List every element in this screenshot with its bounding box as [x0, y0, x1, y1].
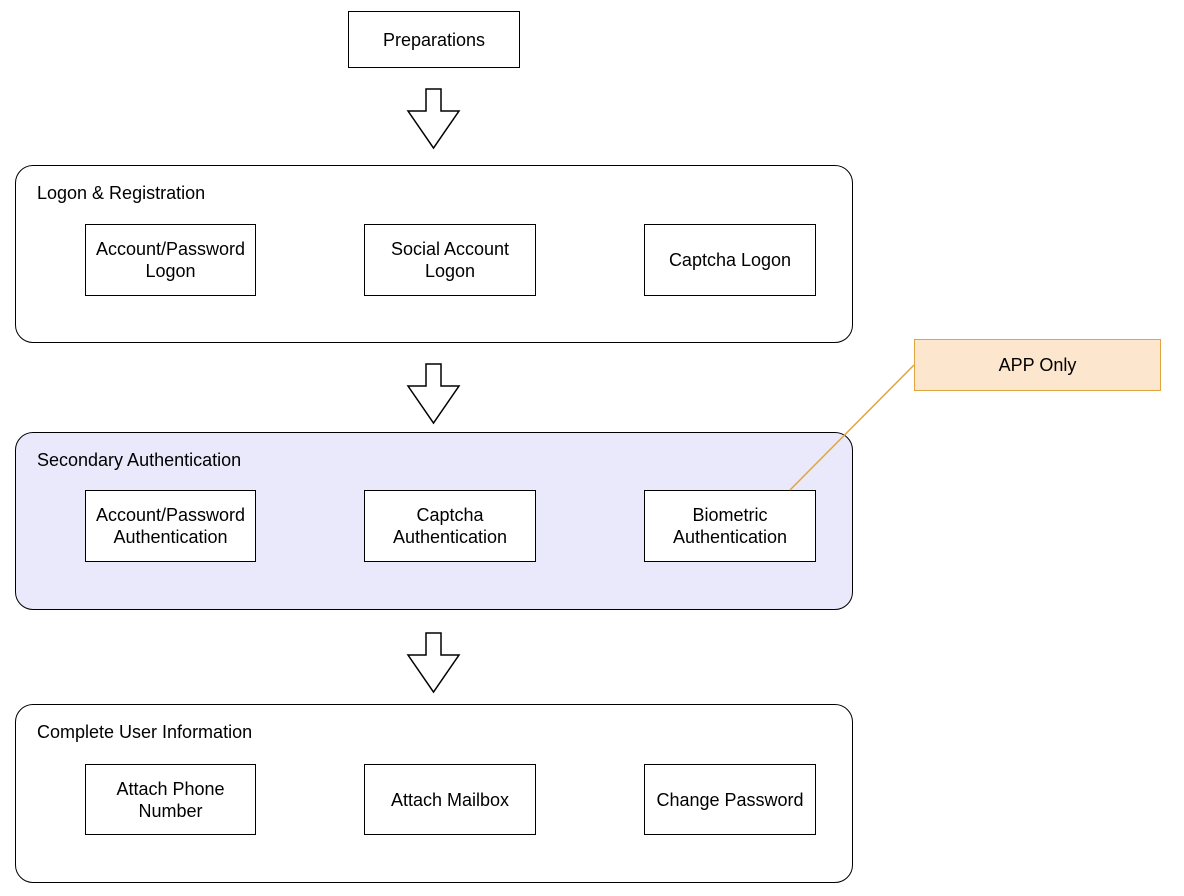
captcha-authentication-node: Captcha Authentication [364, 490, 536, 562]
group-title: Logon & Registration [37, 183, 206, 203]
change-password-node: Change Password [644, 764, 816, 835]
flow-arrow-3 [406, 632, 461, 694]
preparations-node: Preparations [348, 11, 520, 68]
account-password-logon-node: Account/Password Logon [85, 224, 256, 296]
group-title: Complete User Information [37, 722, 253, 742]
attach-phone-number-node: Attach Phone Number [85, 764, 256, 835]
app-only-note: APP Only [914, 339, 1161, 391]
flow-arrow-1 [406, 88, 461, 150]
flow-arrow-2 [406, 363, 461, 425]
captcha-logon-node: Captcha Logon [644, 224, 816, 296]
account-password-authentication-node: Account/Password Authentication [85, 490, 256, 562]
attach-mailbox-node: Attach Mailbox [364, 764, 536, 835]
group-title: Secondary Authentication [37, 450, 242, 470]
social-account-logon-node: Social Account Logon [364, 224, 536, 296]
biometric-authentication-node: Biometric Authentication [644, 490, 816, 562]
